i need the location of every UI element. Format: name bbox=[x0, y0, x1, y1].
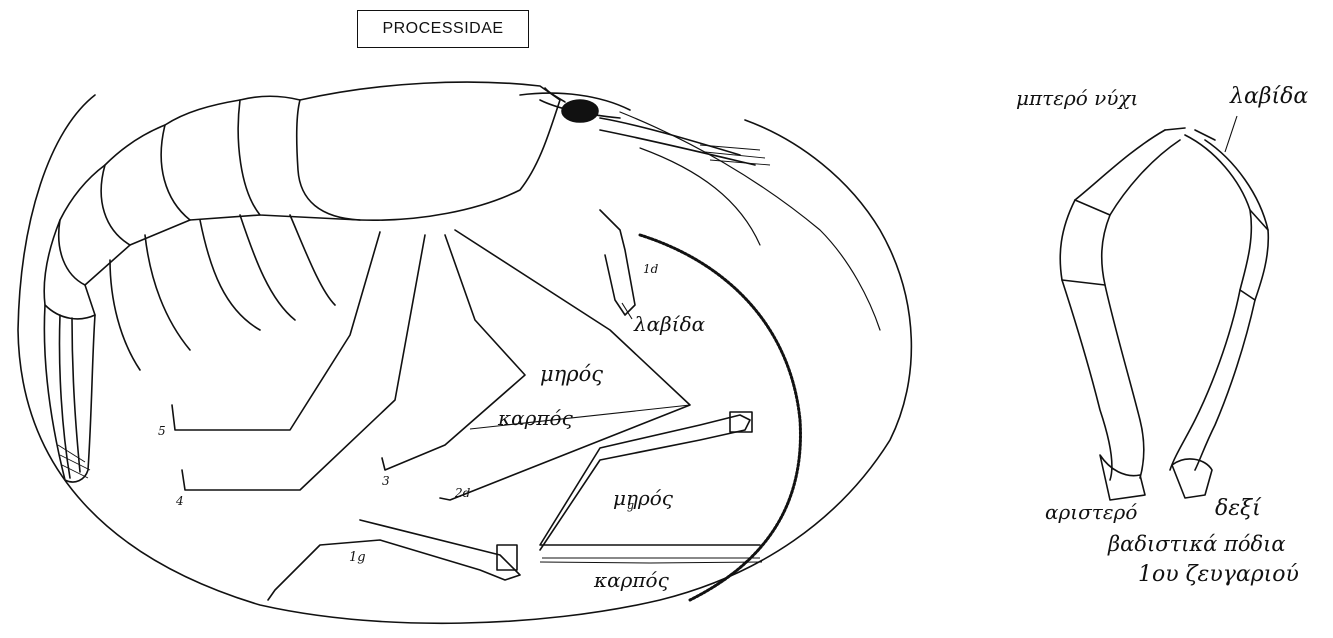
abdomen-seg-3 bbox=[101, 125, 190, 245]
abdomen-seg-1 bbox=[238, 96, 360, 220]
label-right-labida: λαβίδα bbox=[1230, 84, 1308, 109]
caption-first-pair: 1ου ζευγαριού bbox=[1138, 562, 1299, 587]
right-leg-left-base bbox=[1100, 455, 1145, 500]
leg-number-5: 5 bbox=[158, 424, 166, 438]
leg-1g bbox=[268, 520, 520, 600]
carapace bbox=[297, 82, 560, 220]
leg-number-1g: 1g bbox=[349, 550, 366, 565]
telson bbox=[44, 305, 95, 482]
right-leg-right-base bbox=[1172, 459, 1212, 498]
label-low-femur: μηρός bbox=[613, 486, 673, 510]
label-mid-carpus: καρπός bbox=[498, 406, 573, 430]
leg-number-2d: 2d bbox=[455, 486, 470, 500]
eye bbox=[562, 100, 598, 122]
label-right-leg: δεξί bbox=[1215, 496, 1261, 521]
rostrum bbox=[600, 118, 740, 155]
antenna-outline bbox=[18, 95, 911, 623]
leg-4 bbox=[182, 235, 425, 490]
abdomen-seg-5 bbox=[44, 220, 95, 319]
abdomen-seg-2 bbox=[161, 100, 260, 220]
label-left-leg: αριστερό bbox=[1045, 500, 1137, 524]
label-mid-femur: μηρός bbox=[540, 362, 603, 386]
label-body-labida: λαβίδα bbox=[634, 312, 705, 336]
leg-number-g: g bbox=[627, 499, 634, 512]
right-leg-right bbox=[1170, 135, 1251, 470]
leg-number-3: 3 bbox=[382, 474, 390, 488]
family-title: PROCESSIDAE bbox=[357, 10, 529, 48]
label-low-carpus: καρπός bbox=[594, 568, 669, 592]
leg-number-1d: 1d bbox=[643, 262, 658, 276]
abdomen-seg-4 bbox=[59, 165, 130, 285]
leg-2g bbox=[540, 415, 760, 550]
caption-walking-legs: βαδιστικά πόδια bbox=[1108, 532, 1286, 556]
leg-5 bbox=[172, 232, 380, 430]
leg-number-4: 4 bbox=[176, 494, 184, 508]
leg-1d bbox=[600, 210, 635, 315]
right-leg-left bbox=[1060, 130, 1165, 480]
label-claw-tip: μπτερό νύχι bbox=[1016, 86, 1138, 110]
